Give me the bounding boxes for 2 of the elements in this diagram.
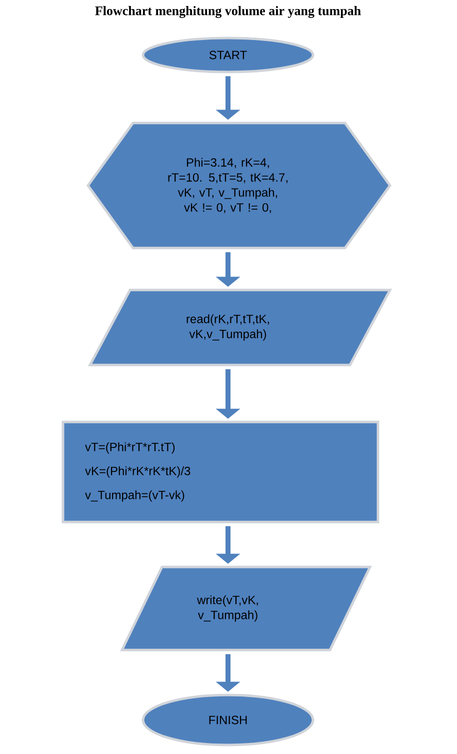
title: Flowchart menghitung volume air yang tumpah (95, 6, 361, 18)
process-box: vT=(Phi*rT*rT.tT) vK=(Phi*rK*rK*tK)/3 v_Tumpah=(vT-vk) (62, 420, 380, 524)
